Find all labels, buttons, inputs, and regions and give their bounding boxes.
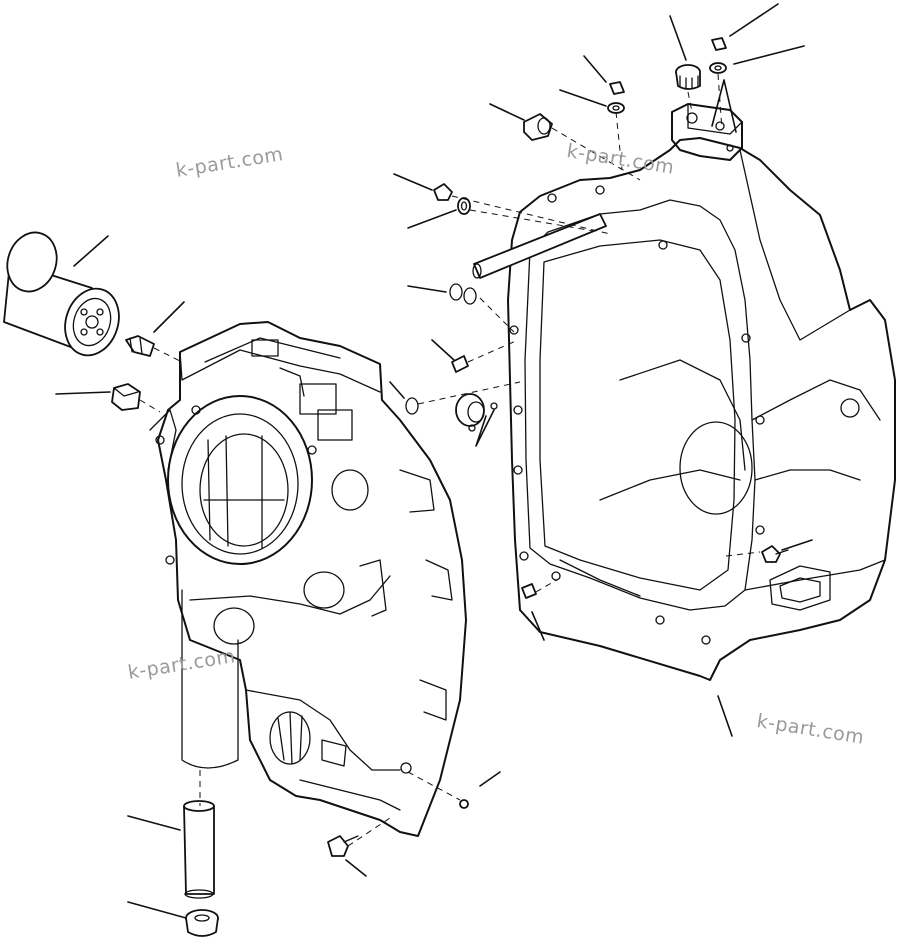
top-cap-plug — [675, 64, 701, 90]
small-washers — [468, 402, 498, 432]
o-ring-pair — [449, 283, 477, 305]
filter-adapter-nipple — [125, 335, 155, 357]
case-bolt-bottom — [327, 835, 359, 857]
o-ring-single — [405, 397, 419, 415]
breather-plug — [523, 113, 553, 141]
assembly-lines — [139, 73, 761, 847]
top-bolt — [711, 37, 727, 51]
small-bolt — [609, 81, 625, 95]
suction-pipe — [183, 800, 215, 899]
front-transmission-case — [149, 321, 467, 837]
leader-lines — [55, 3, 813, 919]
strainer-cap — [185, 909, 219, 937]
top-washer — [709, 62, 727, 74]
dowel-pin-upper — [451, 355, 469, 373]
center-plug — [455, 393, 485, 427]
case-bolt-right — [761, 545, 789, 563]
rear-transmission-case — [507, 103, 896, 681]
small-ball — [459, 799, 469, 809]
pipe — [472, 213, 607, 279]
fitting-plug — [433, 183, 453, 201]
small-washer — [607, 102, 625, 114]
dowel-pin-lower — [521, 583, 537, 599]
plug-left — [111, 383, 141, 411]
oil-filter — [3, 231, 120, 357]
fitting-washer — [457, 197, 471, 215]
